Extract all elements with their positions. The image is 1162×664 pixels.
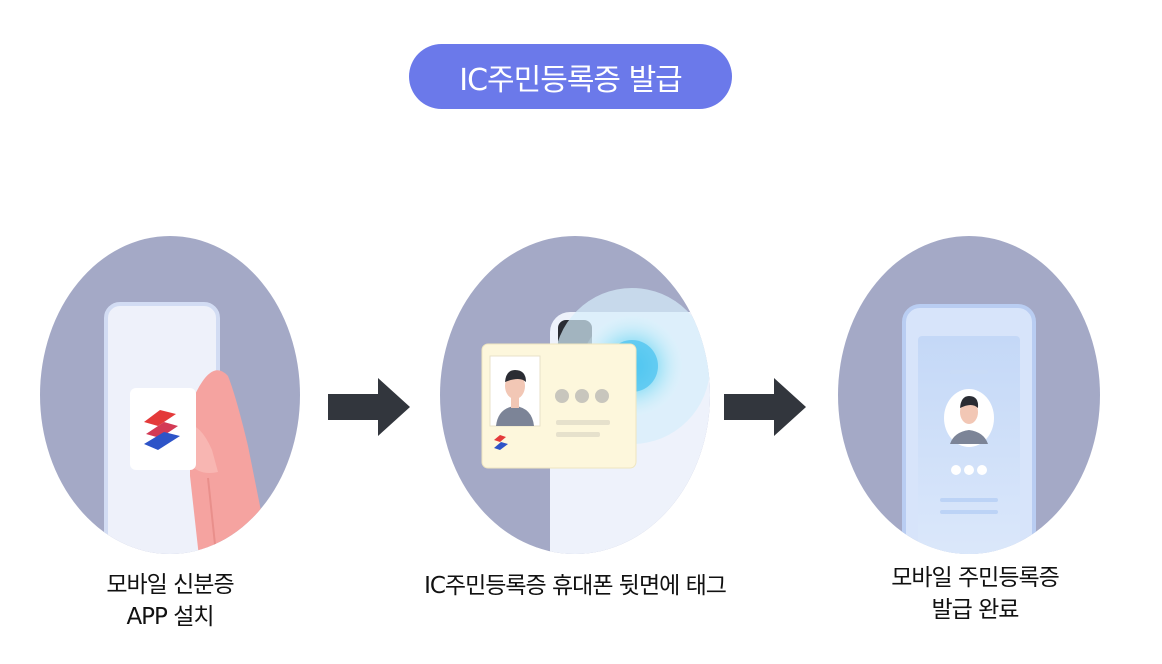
arrow-right-icon: [328, 378, 410, 440]
profile-photo-icon: [944, 389, 994, 447]
step-3-caption: 모바일 주민등록증 발급 완료: [860, 562, 1090, 626]
step-3-caption-line-2: 발급 완료: [931, 597, 1020, 623]
step-3-caption-line-1: 모바일 주민등록증: [891, 565, 1060, 591]
title-badge: IC주민등록증 발급: [409, 44, 732, 109]
step-1-caption-line-2: APP 설치: [126, 604, 214, 630]
step-2-illustration: [440, 236, 710, 554]
title-text: IC주민등록증 발급: [459, 62, 683, 98]
step-2-caption: IC주민등록증 휴대폰 뒷면에 태그: [390, 570, 760, 602]
id-card-icon: [481, 343, 637, 469]
arrow-right-icon: [724, 378, 806, 440]
step-2-caption-line-1: IC주민등록증 휴대폰 뒷면에 태그: [424, 573, 727, 599]
step-3-illustration: [838, 236, 1100, 554]
step-1-caption-line-1: 모바일 신분증: [106, 572, 234, 598]
step-1-illustration: [40, 236, 300, 554]
step-1-caption: 모바일 신분증 APP 설치: [70, 569, 270, 633]
app-logo-icon: [144, 410, 180, 450]
